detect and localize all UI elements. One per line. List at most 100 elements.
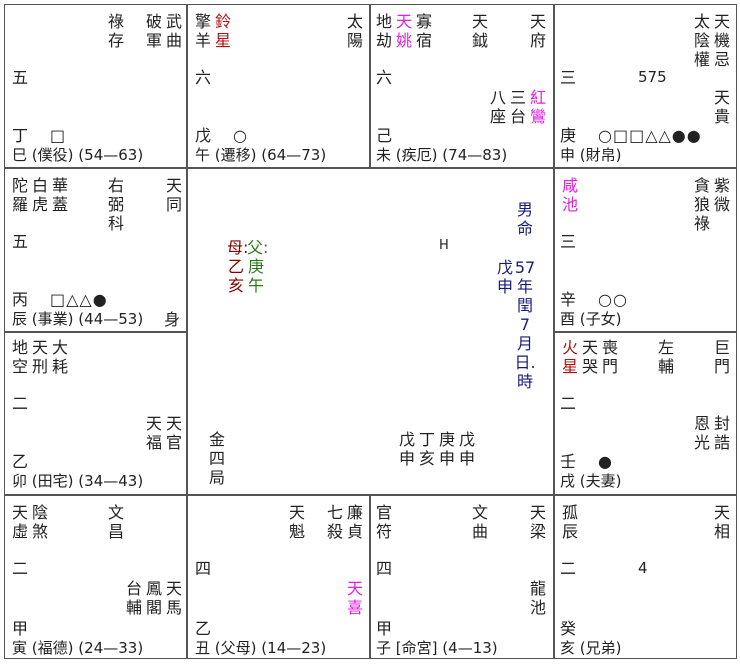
star-tianfu: 天府 <box>529 12 546 50</box>
palace-name: (父母) <box>214 639 257 657</box>
palace-chou[interactable]: 天魁 七殺 廉貞 四 天喜 乙 丑 (父母) (14—23) <box>187 495 370 658</box>
heavenly-stem: 壬 <box>560 452 577 471</box>
star-taiyang: 太陽 <box>346 12 363 50</box>
star-guanfu: 官符 <box>375 503 392 541</box>
palace-footer: 卯 (田宅) (34—43) <box>12 472 143 491</box>
palace-wu[interactable]: 擎羊 鈴星 太陽 六 戊 ○ 午 (遷移) (64—73) <box>187 4 370 167</box>
star-guasu: 寡宿 <box>415 12 432 50</box>
heavenly-stem: 庚 <box>560 126 577 145</box>
palace-wei[interactable]: 地劫 天姚 寡宿 天鉞 天府 六 八座 三台 紅鸞 己 未 (疾厄) (74—8… <box>370 4 553 167</box>
palace-name: (僕役) <box>31 146 74 164</box>
star-tuoluo: 陀羅 <box>11 176 28 214</box>
palace-chen[interactable]: 陀羅 白虎 華蓋 右弼科 天同 五 丙 □△△● 辰 (事業) (44—53) … <box>4 168 187 331</box>
body-palace-mark: 身 <box>164 310 181 329</box>
star-fengge: 鳳閣 <box>145 579 162 617</box>
symbols: ○□□△△●● <box>598 126 702 145</box>
heavenly-stem: 乙 <box>12 452 29 471</box>
palace-number: 二 <box>12 394 29 413</box>
palace-you[interactable]: 咸池 貪狼祿 紫微 三 辛 ○○ 酉 (子女) <box>554 168 737 331</box>
heavenly-stem: 己 <box>376 126 393 145</box>
earthly-branch: 寅 <box>12 639 28 657</box>
star-jumen: 巨門 <box>713 338 730 376</box>
grid-line <box>369 4 371 168</box>
heavenly-stem: 丙 <box>12 290 29 309</box>
palace-footer: 寅 (福德) (24—33) <box>12 639 143 658</box>
age-range: (74—83) <box>442 146 508 164</box>
star-huagai: 華蓋 <box>51 176 68 214</box>
grid-line <box>4 494 737 496</box>
palace-footer: 戌 (夫妻) <box>560 472 622 491</box>
palace-name: (財帛) <box>579 146 622 164</box>
star-tiangui: 天貴 <box>713 88 730 126</box>
age-range: (14—23) <box>261 639 327 657</box>
birth-info: 57年閏7月 日.時 <box>514 258 536 391</box>
heavenly-stem: 甲 <box>376 619 393 638</box>
star-dahao: 大耗 <box>51 338 68 376</box>
element-bureau: 金四局 <box>208 430 225 487</box>
star-guchen: 孤辰 <box>561 503 578 541</box>
star-xianchi: 咸池 <box>561 176 578 214</box>
age-range: (54—63) <box>78 146 144 164</box>
extra-number: 575 <box>638 68 667 86</box>
star-tianliang: 天梁 <box>529 503 546 541</box>
palace-name: (遷移) <box>214 146 257 164</box>
star-lingxing: 鈴星 <box>214 12 231 50</box>
chart-center: 母:乙亥 父:庚午 H 男命 戊申 57年閏7月 日.時 金四局 戊申 丁亥 庚… <box>187 168 553 494</box>
palace-name: (子女) <box>579 310 622 328</box>
heavenly-stem: 辛 <box>560 290 577 309</box>
symbols: □△△● <box>50 290 108 309</box>
palace-si[interactable]: 祿存 破軍 武曲 五 丁 □ 巳 (僕役) (54—63) <box>4 4 187 167</box>
star-tianguan: 天官 <box>165 414 182 452</box>
heavenly-stem: 癸 <box>560 619 577 638</box>
palace-name: (夫妻) <box>579 472 622 490</box>
symbols: ○○ <box>598 290 628 309</box>
earthly-branch: 申 <box>560 146 576 164</box>
mother-ganzhi: 母:乙亥 <box>227 238 249 295</box>
star-dikong: 地空 <box>11 338 28 376</box>
palace-footer: 巳 (僕役) (54—63) <box>12 146 143 165</box>
star-huoxing: 火星 <box>561 338 578 376</box>
palace-number: 四 <box>376 559 393 578</box>
star-tianyue: 天鉞 <box>471 12 488 50</box>
star-dijie: 地劫 <box>375 12 392 50</box>
earthly-branch: 巳 <box>12 146 28 164</box>
marker-h: H <box>439 238 449 253</box>
star-tianku: 天哭 <box>581 338 598 376</box>
palace-mao[interactable]: 地空 天刑 大耗 二 天福 天官 乙 卯 (田宅) (34—43) <box>4 332 187 495</box>
palace-footer: 子 [命宮] (4—13) <box>376 639 498 658</box>
heavenly-stem: 乙 <box>195 619 212 638</box>
palace-zi[interactable]: 官符 文曲 天梁 四 龍池 甲 子 [命宮] (4—13) <box>370 495 553 658</box>
palace-yin[interactable]: 天虛 陰煞 文昌 二 台輔 鳳閣 天馬 甲 寅 (福德) (24—33) <box>4 495 187 658</box>
earthly-branch: 子 <box>376 639 392 657</box>
star-tianfu2: 天福 <box>145 414 162 452</box>
star-bazuo: 八座 <box>489 88 506 126</box>
palace-number: 五 <box>12 68 29 87</box>
star-tianji-ji: 天機忌 <box>713 12 730 69</box>
palace-number: 五 <box>12 232 29 251</box>
palace-xu[interactable]: 火星 天哭 喪門 左輔 巨門 二 恩光 封誥 壬 ● 戌 (夫妻) <box>554 332 737 495</box>
star-longchi: 龍池 <box>529 579 546 617</box>
age-range: (34—43) <box>78 472 144 490</box>
star-hongluan: 紅鸞 <box>529 88 546 126</box>
symbols: ○ <box>233 126 248 145</box>
earthly-branch: 丑 <box>195 639 211 657</box>
heavenly-stem: 丁 <box>12 126 29 145</box>
palace-number: 六 <box>195 68 212 87</box>
grid-line <box>369 494 371 659</box>
star-youbi-ke: 右弼科 <box>107 176 124 233</box>
star-lianzhen: 廉貞 <box>346 503 363 541</box>
star-tianyao: 天姚 <box>395 12 412 50</box>
star-ziwei: 紫微 <box>713 176 730 214</box>
palace-footer: 午 (遷移) (64—73) <box>195 146 326 165</box>
palace-number: 二 <box>560 559 577 578</box>
age-range: (44—53) <box>78 310 144 328</box>
pillar-year: 戊申 <box>398 430 415 468</box>
star-wuqu: 武曲 <box>165 12 182 50</box>
star-sangmen: 喪門 <box>601 338 618 376</box>
palace-hai[interactable]: 孤辰 天相 二 4 癸 亥 (兄弟) <box>554 495 737 658</box>
palace-number: 二 <box>12 559 29 578</box>
palace-shen[interactable]: 太陰權 天機忌 三 575 天貴 庚 ○□□△△●● 申 (財帛) <box>554 4 737 167</box>
star-lucun: 祿存 <box>107 12 124 50</box>
star-tanlang-lu: 貪狼祿 <box>693 176 710 233</box>
star-tianxi: 天喜 <box>346 579 363 617</box>
